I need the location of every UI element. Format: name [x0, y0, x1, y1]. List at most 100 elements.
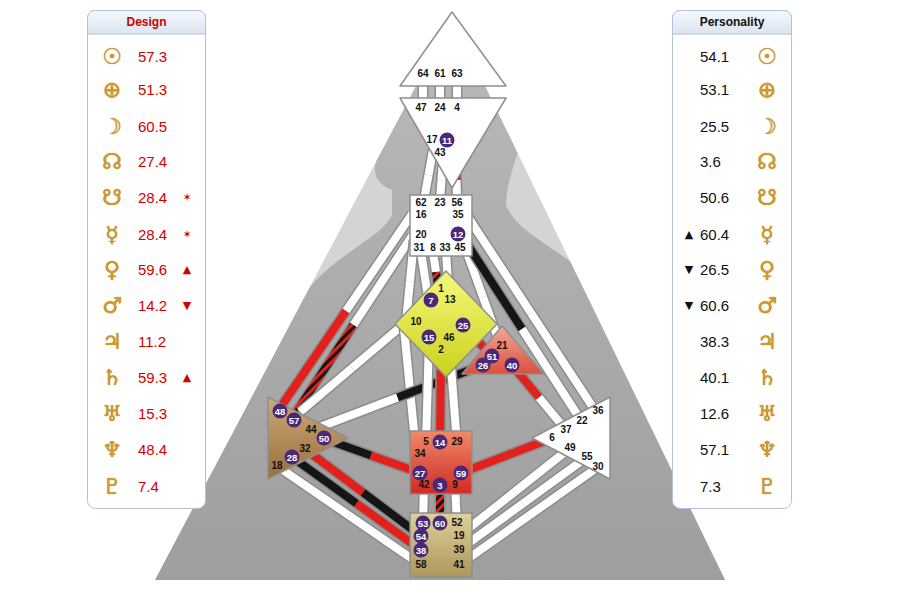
- planet-symbol: ☋: [757, 186, 777, 210]
- gate-number: 32: [299, 443, 310, 455]
- gate-number: 29: [451, 436, 462, 448]
- channel-outline: [277, 466, 421, 565]
- gate-number: 10: [410, 316, 421, 328]
- channel-half: [346, 214, 412, 311]
- gate-number: 55: [581, 451, 592, 463]
- channel: [292, 457, 421, 550]
- gate-number: 35: [452, 209, 463, 221]
- gate-line-value: 60.4: [700, 226, 729, 244]
- planet-symbol: ♆: [757, 438, 777, 462]
- gate-number: 63: [451, 68, 462, 80]
- gate-line-value: 25.5: [700, 118, 729, 136]
- planet-symbol: ⊕: [103, 78, 121, 102]
- head-center: 64 61 63: [398, 10, 508, 88]
- panel-heading: Personality: [700, 15, 765, 29]
- gate-line-value: 7.3: [700, 478, 721, 496]
- planet-symbol: ♃: [757, 330, 777, 354]
- channel-outline: [292, 457, 421, 550]
- gate-line-value: 28.4: [138, 189, 167, 207]
- gate-line-value: 54.1: [700, 48, 729, 66]
- gate-number: 46: [443, 332, 454, 344]
- gate-number: 17: [426, 134, 437, 146]
- gate-number: 64: [417, 68, 428, 80]
- gate-number: 36: [592, 405, 603, 417]
- fixing-marker: ▲: [183, 264, 191, 276]
- gate-line-value: 3.6: [700, 153, 721, 171]
- planet-symbol: ♂: [757, 294, 777, 318]
- gate-number: 2: [438, 344, 444, 356]
- gate-number: 22: [576, 415, 587, 427]
- channel: [295, 236, 412, 414]
- gate-number: 24: [434, 102, 445, 114]
- channel-outline: [295, 236, 412, 414]
- planet-symbol: ♃: [102, 330, 122, 354]
- gate-line-value: 26.5: [700, 261, 729, 279]
- gate-number: 30: [592, 461, 603, 473]
- active-gate-number: 15: [422, 330, 437, 345]
- gate-number: 18: [271, 460, 282, 472]
- gate-number: 20: [415, 229, 426, 241]
- active-gate-number: 28: [285, 450, 300, 465]
- gate-number: 19: [453, 530, 464, 542]
- gate-line-value: 50.6: [700, 189, 729, 207]
- channel-half: [312, 398, 398, 431]
- active-gate-number: 7: [424, 293, 439, 308]
- planet-symbol: ⊕: [758, 78, 776, 102]
- channel: [459, 457, 587, 550]
- sacral-center: 514293427594239: [409, 430, 473, 495]
- active-gate-number: 27: [413, 466, 428, 481]
- active-gate-number: 11: [440, 133, 455, 148]
- planet-symbol: ♄: [102, 366, 122, 390]
- channel-outline: [424, 150, 433, 200]
- planet-symbol: ☿: [105, 223, 119, 247]
- solar-plexus-center: 3622376495530: [530, 395, 612, 481]
- gate-number: 1: [438, 283, 444, 295]
- gate-line-value: 14.2: [138, 297, 167, 315]
- gate-number: 42: [418, 479, 429, 491]
- channel-half: [352, 324, 404, 368]
- channel-half: [354, 236, 413, 325]
- gate-line-value: 12.6: [700, 405, 729, 423]
- channel-half: [529, 467, 599, 516]
- gate-line-value: 53.1: [700, 81, 729, 99]
- gate-number: 16: [415, 209, 426, 221]
- planet-symbol: ♀: [104, 258, 120, 282]
- active-gate-number: 48: [273, 404, 288, 419]
- gate-number: 44: [305, 424, 316, 436]
- planet-symbol: ♅: [757, 402, 777, 426]
- planet-symbol: ☉: [757, 45, 777, 69]
- active-gate-number: 59: [454, 466, 469, 481]
- planet-symbol: ♄: [757, 366, 777, 390]
- planet-symbol: ☋: [102, 186, 122, 210]
- fixing-marker: ▼: [183, 300, 191, 312]
- gate-number: 56: [451, 197, 462, 209]
- planet-symbol: ♇: [757, 475, 777, 499]
- planet-symbol: ☿: [760, 223, 774, 247]
- gate-number: 61: [434, 68, 445, 80]
- planet-symbol: ☉: [102, 45, 122, 69]
- channel-half: [295, 325, 354, 414]
- planet-symbol: ♀: [759, 258, 775, 282]
- gate-line-value: 60.5: [138, 118, 167, 136]
- heart-center: 21512640: [460, 324, 546, 376]
- channel-outline: [459, 467, 598, 565]
- gate-line-value: 7.4: [138, 478, 159, 496]
- gate-line-value: 57.3: [138, 48, 167, 66]
- active-gate-number: 14: [433, 435, 448, 450]
- gate-number: 31: [413, 242, 424, 254]
- gate-number: 13: [444, 294, 455, 306]
- channel: [424, 150, 433, 200]
- gate-number: 9: [452, 479, 458, 491]
- gate-number: 8: [430, 242, 436, 254]
- planet-symbol: ☽: [102, 115, 122, 139]
- gate-line-value: 40.1: [700, 369, 729, 387]
- gate-number: 37: [560, 424, 571, 436]
- gate-number: 34: [414, 448, 425, 460]
- gate-number: 43: [434, 147, 445, 159]
- fixing-marker: ▼: [685, 300, 693, 312]
- planet-symbol: ☽: [757, 115, 777, 139]
- planet-symbol: ♅: [102, 402, 122, 426]
- channel-half: [277, 466, 349, 516]
- gate-number: 5: [423, 436, 429, 448]
- active-gate-number: 38: [414, 543, 429, 558]
